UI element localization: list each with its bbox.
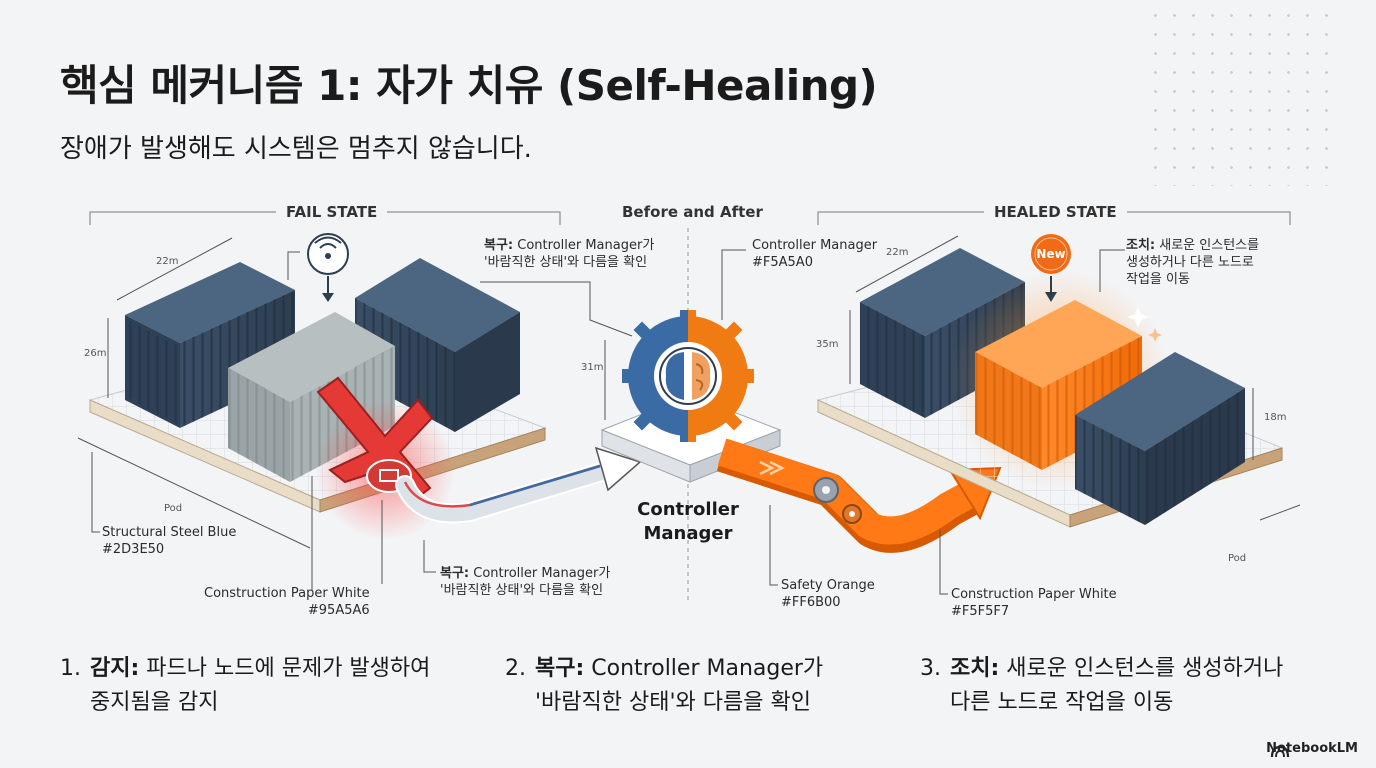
annotation-recovery-top-line2: '바람직한 상태'와 다름을 확인 [484, 254, 654, 271]
step-recover-label: 복구: [535, 656, 584, 681]
step-detect-num: 1. [60, 652, 90, 686]
step-recover-num: 2. [505, 652, 535, 686]
annotation-recovery-top-line1: Controller Manager가 [517, 238, 654, 253]
dim-left-pod: Pod [164, 503, 182, 514]
step-recover-line1: Controller Manager가 [591, 656, 823, 681]
wifi-signal-icon [308, 234, 348, 302]
step-detect-line2: 중지됨을 감지 [60, 686, 430, 720]
section-healed-state: HEALED STATE [984, 203, 1127, 221]
step-action-line2: 다른 노드로 작업을 이동 [920, 686, 1283, 720]
step-detect-line1: 파드나 노드에 문제가 발생하여 [146, 656, 430, 681]
brand-label: NotebookLM [1266, 741, 1358, 756]
controller-label-line1: Controller [628, 498, 748, 522]
step-recover-line2: '바람직한 상태'와 다름을 확인 [505, 686, 823, 720]
annotation-steel-blue: Structural Steel Blue #2D3E50 [102, 524, 236, 558]
annotation-recovery-top: 복구: Controller Manager가 '바람직한 상태'와 다름을 확… [484, 237, 654, 271]
annotation-paper-white-right-hex: #F5F5F7 [951, 603, 1117, 620]
new-badge: New [1031, 237, 1071, 271]
controller-manager-label: Controller Manager [628, 498, 748, 546]
dim-right-small-height: 18m [1264, 412, 1286, 423]
annotation-safety-orange-hex: #FF6B00 [781, 594, 875, 611]
dim-left-height: 26m [84, 348, 106, 359]
annotation-paper-white-right: Construction Paper White #F5F5F7 [951, 586, 1117, 620]
gear-brain-icon [622, 310, 754, 442]
section-before-after: Before and After [612, 203, 773, 221]
annotation-controller-color-name: Controller Manager [752, 237, 877, 254]
dim-right-width: 22m [886, 247, 908, 258]
step-action-num: 3. [920, 652, 950, 686]
annotation-controller-color: Controller Manager #F5A5A0 [752, 237, 877, 271]
controller-label-line2: Manager [628, 522, 748, 546]
annotation-controller-color-hex: #F5A5A0 [752, 254, 877, 271]
annotation-safety-orange: Safety Orange #FF6B00 [781, 577, 875, 611]
step-detect-label: 감지: [90, 656, 139, 681]
annotation-recovery-bottom: 복구: Controller Manager가 '바람직한 상태'와 다름을 확… [440, 565, 610, 599]
annotation-paper-white-left-hex: #95A5A6 [204, 602, 370, 619]
annotation-action-line2: 생성하거나 다른 노드로 [1126, 254, 1259, 271]
annotation-action-line3: 작업을 이동 [1126, 271, 1259, 288]
annotation-steel-blue-hex: #2D3E50 [102, 541, 236, 558]
annotation-paper-white-left: Construction Paper White #95A5A6 [204, 585, 370, 619]
section-fail-state: FAIL STATE [276, 203, 387, 221]
annotation-recovery-top-label: 복구: [484, 238, 513, 253]
dim-left-width: 22m [156, 256, 178, 267]
annotation-action-line1: 새로운 인스턴스를 [1159, 238, 1259, 253]
annotation-paper-white-right-name: Construction Paper White [951, 586, 1117, 603]
annotation-steel-blue-name: Structural Steel Blue [102, 524, 236, 541]
annotation-recovery-bottom-line1: Controller Manager가 [473, 566, 610, 581]
step-action-line1: 새로운 인스턴스를 생성하거나 [1006, 656, 1283, 681]
annotation-action: 조치: 새로운 인스턴스를 생성하거나 다른 노드로 작업을 이동 [1126, 237, 1259, 288]
annotation-paper-white-left-name: Construction Paper White [204, 585, 370, 602]
annotation-recovery-bottom-label: 복구: [440, 566, 469, 581]
annotation-safety-orange-name: Safety Orange [781, 577, 875, 594]
dim-center-height: 31m [581, 362, 603, 373]
step-detect: 1.감지: 파드나 노드에 문제가 발생하여 중지됨을 감지 [60, 652, 430, 720]
annotation-recovery-bottom-line2: '바람직한 상태'와 다름을 확인 [440, 582, 610, 599]
dim-right-pod: Pod [1228, 553, 1246, 564]
dim-right-height: 35m [816, 339, 838, 350]
step-action-label: 조치: [950, 656, 999, 681]
step-action: 3.조치: 새로운 인스턴스를 생성하거나 다른 노드로 작업을 이동 [920, 652, 1283, 720]
annotation-action-label: 조치: [1126, 238, 1155, 253]
step-recover: 2.복구: Controller Manager가 '바람직한 상태'와 다름을… [505, 652, 823, 720]
